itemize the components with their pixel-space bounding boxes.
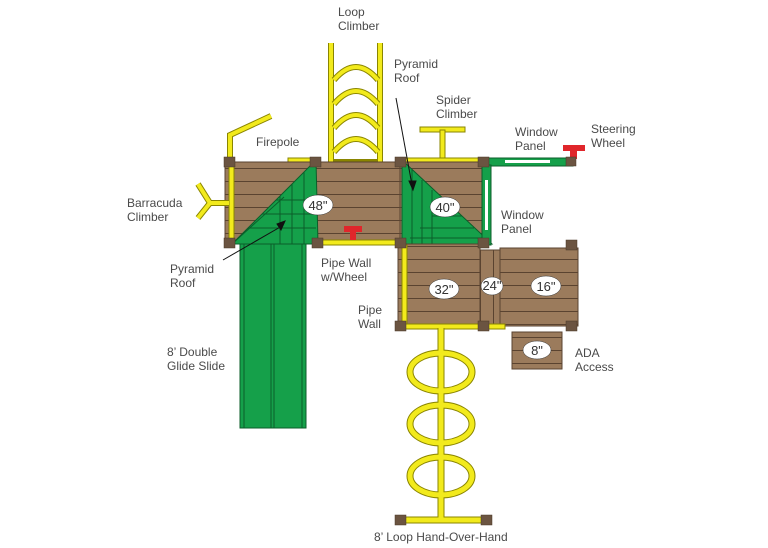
label-spider-climber: Spider Climber	[436, 93, 478, 121]
window-panel-side	[481, 164, 492, 246]
barracuda-climber	[195, 182, 229, 220]
height-badges: 48" 40" 32" 24" 16" 8"	[302, 194, 562, 360]
badge-24: 24"	[482, 278, 501, 293]
left-pipe-wall	[228, 162, 235, 242]
label-pipe-wall-wheel: Pipe Wall w/Wheel	[321, 256, 372, 284]
leader-arrows	[222, 97, 417, 261]
badge-48: 48"	[308, 198, 327, 213]
badge-32: 32"	[434, 282, 453, 297]
pipe-wall-with-wheel	[317, 239, 399, 246]
loop-hand-over-hand	[400, 328, 488, 524]
label-firepole: Firepole	[256, 135, 300, 149]
pipe-wall	[401, 244, 408, 328]
double-glide-slide	[239, 243, 307, 429]
label-double-glide-slide: 8’ Double Glide Slide	[167, 345, 226, 373]
window-panel-top	[484, 157, 574, 167]
label-window-panel-side: Window Panel	[501, 208, 544, 236]
steering-wheel-lower	[344, 226, 362, 240]
steering-wheel-top	[563, 145, 585, 159]
label-pyramid-roof-left: Pyramid Roof	[170, 262, 215, 290]
loop-climber	[328, 43, 383, 165]
badge-16: 16"	[536, 279, 555, 294]
label-ada-access: ADA Access	[575, 346, 614, 374]
label-barracuda-climber: Barracuda Climber	[127, 196, 183, 224]
badge-8: 8"	[531, 343, 543, 358]
label-loop-hand-over-hand: 8’ Loop Hand-Over-Hand	[374, 530, 508, 544]
posts	[223, 156, 578, 526]
label-loop-climber: Loop Climber	[338, 5, 380, 33]
firepole	[227, 113, 273, 160]
label-steering-wheel: Steering Wheel	[591, 122, 636, 150]
lower-rail	[404, 323, 506, 330]
badge-40: 40"	[435, 200, 454, 215]
label-pipe-wall: Pipe Wall	[358, 303, 383, 331]
label-pyramid-roof-top: Pyramid Roof	[394, 57, 439, 85]
spider-climber	[419, 126, 466, 161]
label-window-panel-top: Window Panel	[515, 125, 558, 153]
